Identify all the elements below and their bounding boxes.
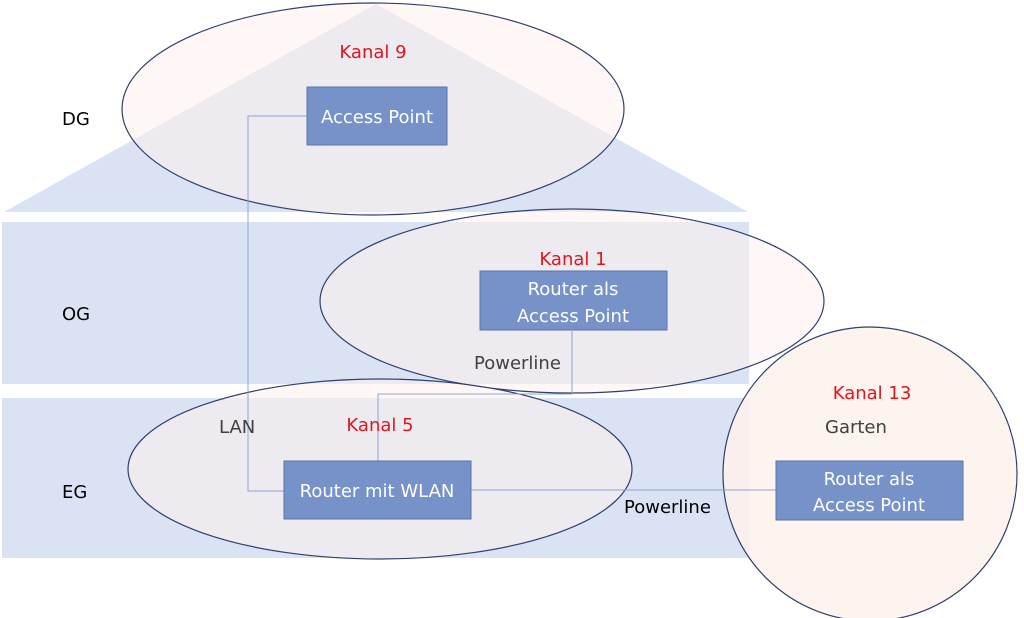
device-ap-garden[interactable]: Router als Access Point: [775, 460, 964, 521]
channel-label-eg: Kanal 5: [346, 415, 413, 436]
device-ap-dg[interactable]: Access Point: [306, 86, 448, 146]
channel-label-og: Kanal 1: [539, 249, 606, 270]
channel-label-garden: Kanal 13: [833, 383, 912, 404]
device-label: Access Point: [321, 107, 433, 128]
device-box: [479, 270, 668, 331]
powerline-garden-label: Powerline: [624, 497, 711, 518]
device-router-eg[interactable]: Router mit WLAN: [283, 460, 472, 520]
device-label-line-1: Router als: [528, 279, 619, 300]
device-label-line-2: Access Point: [517, 306, 629, 327]
powerline-og-label: Powerline: [474, 353, 561, 374]
lan-label: LAN: [219, 417, 255, 438]
device-label-line-2: Access Point: [813, 495, 925, 516]
floor-label-dg: DG: [62, 109, 90, 130]
lan-cable: [247, 115, 307, 492]
device-ap-og[interactable]: Router als Access Point: [479, 270, 668, 331]
floor-label-eg: EG: [62, 482, 87, 503]
channel-label-dg: Kanal 9: [339, 42, 406, 63]
device-label: Router mit WLAN: [300, 481, 455, 502]
device-box: [283, 460, 472, 520]
floor-label-og: OG: [62, 304, 90, 325]
device-box: [306, 86, 448, 146]
garden-label: Garten: [825, 417, 887, 438]
device-label-line-1: Router als: [824, 469, 915, 490]
powerline-og-cable: [377, 331, 573, 462]
device-box: [775, 460, 964, 521]
